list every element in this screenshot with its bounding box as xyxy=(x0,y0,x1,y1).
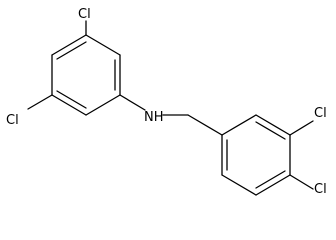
chlorine-label-top: Cl xyxy=(78,7,91,22)
bond xyxy=(255,174,291,196)
bond xyxy=(289,120,314,136)
amine-label: NH xyxy=(144,110,164,125)
bond xyxy=(255,114,291,136)
bond xyxy=(51,34,87,56)
bond xyxy=(56,90,87,109)
bond xyxy=(221,114,257,136)
structure-svg: Cl Cl NH Cl Cl xyxy=(6,7,327,197)
bond xyxy=(85,34,121,56)
bond xyxy=(27,94,53,110)
bond xyxy=(255,170,286,189)
bond xyxy=(221,174,257,196)
bond xyxy=(119,94,146,111)
molecule-diagram: Cl Cl NH Cl Cl xyxy=(6,7,327,197)
bond xyxy=(255,121,286,140)
bond xyxy=(56,41,87,60)
bond xyxy=(85,94,121,116)
chlorine-label-right-upper: Cl xyxy=(314,106,327,121)
bond xyxy=(187,114,223,136)
bond xyxy=(51,94,87,116)
bond xyxy=(289,174,314,190)
chlorine-label-right-lower: Cl xyxy=(314,182,327,197)
chlorine-label-left: Cl xyxy=(6,113,19,128)
